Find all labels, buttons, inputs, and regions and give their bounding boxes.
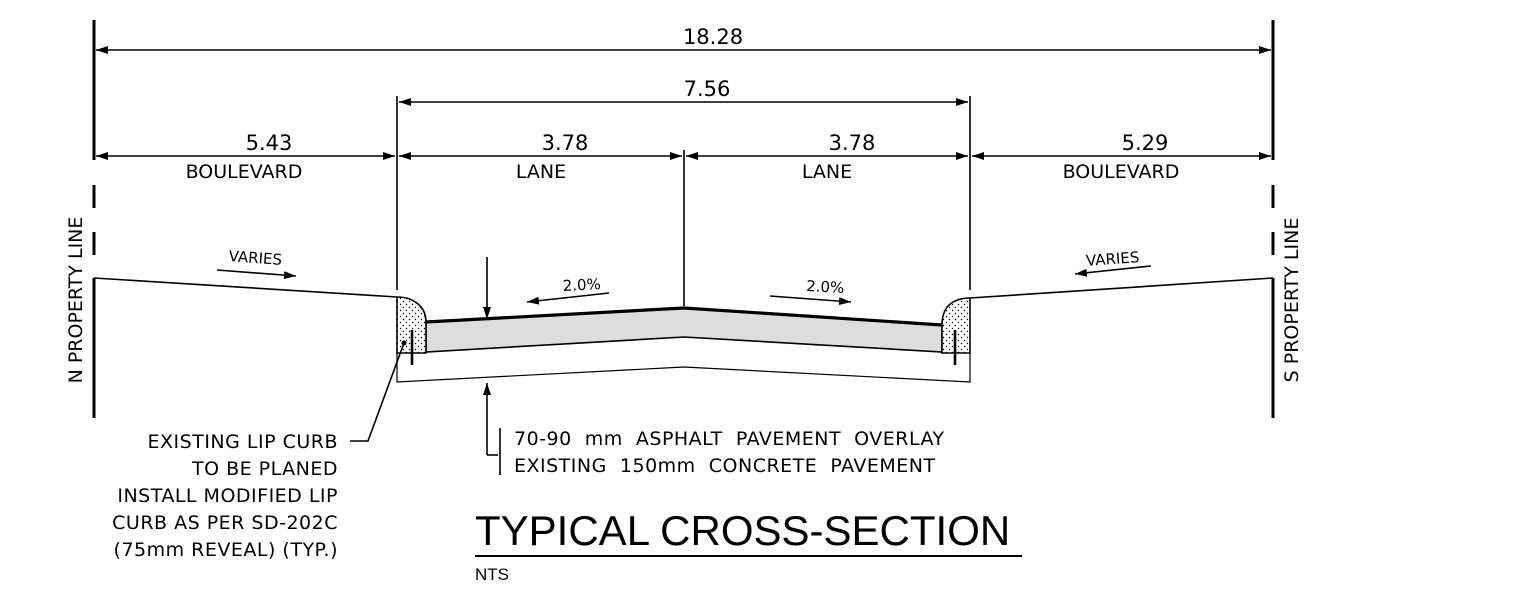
curb-note-leader (350, 342, 405, 442)
north-boulevard-value: 5.43 (246, 131, 293, 155)
lane-left-slope-label: 2.0% (562, 275, 601, 295)
lane-right-label: LANE (802, 161, 852, 183)
asphalt-overlay-surface (425, 306, 943, 327)
north-property-line-label: N PROPERTY LINE (65, 217, 87, 384)
curb-note-line-3: INSTALL MODIFIED LIP (117, 485, 338, 507)
drawing-title: TYPICAL CROSS-SECTION (475, 507, 1010, 554)
north-boulevard-grade (93, 277, 398, 298)
curb-note-line-5: (75mm REVEAL) (TYP.) (114, 539, 338, 561)
lane-right-slope-arrow (769, 295, 852, 306)
north-boulevard-slope-arrow (216, 269, 297, 280)
lane-left-label: LANE (516, 161, 566, 183)
south-boulevard-label: BOULEVARD (1063, 161, 1180, 183)
lane-right-slope-label: 2.0% (806, 277, 845, 297)
south-lip-curb (941, 297, 971, 354)
overall-dimension-value: 18.28 (683, 25, 743, 49)
curb-note-line-1: EXISTING LIP CURB (148, 431, 338, 453)
north-boulevard-slope-label: VARIES (228, 247, 283, 269)
travelled-width-value: 7.56 (684, 77, 731, 101)
south-property-line-label: S PROPERTY LINE (1281, 218, 1303, 383)
asphalt-overlay (425, 307, 943, 353)
lane-left-value: 3.78 (542, 131, 589, 155)
south-boulevard-slope-arrow (1074, 265, 1152, 277)
pavement-note-line-1: 70-90 mm ASPHALT PAVEMENT OVERLAY (514, 428, 945, 450)
lane-right-value: 3.78 (829, 131, 876, 155)
north-boulevard-label: BOULEVARD (186, 161, 303, 183)
curb-note: EXISTING LIP CURB TO BE PLANED INSTALL M… (112, 431, 338, 561)
curb-leader-dot (401, 340, 407, 346)
pavement-note: 70-90 mm ASPHALT PAVEMENT OVERLAY EXISTI… (514, 428, 945, 477)
curb-note-line-2: TO BE PLANED (191, 458, 338, 480)
south-boulevard-slope-label: VARIES (1085, 248, 1140, 270)
south-boulevard-value: 5.29 (1122, 131, 1169, 155)
curb-note-line-4: CURB AS PER SD-202C (112, 512, 338, 534)
south-boulevard-grade (969, 277, 1274, 299)
lane-left-slope-arrow (526, 292, 610, 305)
scale-note: NTS (475, 565, 509, 584)
north-lip-curb (396, 296, 427, 354)
pavement-note-line-2: EXISTING 150mm CONCRETE PAVEMENT (514, 455, 936, 477)
existing-concrete-pavement (396, 353, 971, 383)
